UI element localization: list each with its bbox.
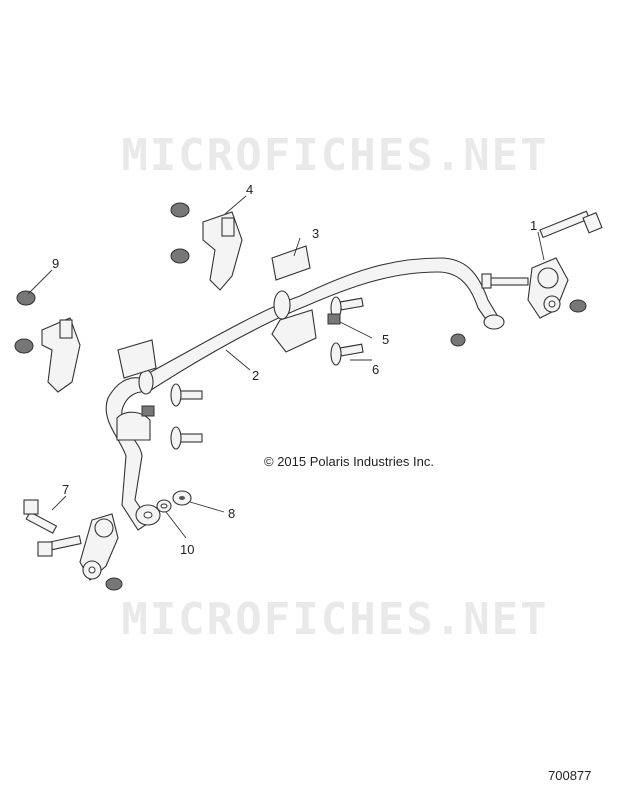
document-number: 700877 [548,768,592,783]
callout-8: 8 [228,506,235,521]
callout-5: 5 [382,332,389,347]
clamp-bracket-9 [41,317,81,393]
stabilizer-bar [105,257,505,531]
watermark-top: MICROFICHES.NET [121,130,549,181]
callout-10: 10 [180,542,194,557]
carriage-bolt-6 [170,296,364,450]
washer-10 [156,499,172,513]
callout-6: 6 [372,362,379,377]
copyright-notice: © 2015 Polaris Industries Inc. [264,454,434,469]
leader-lines [27,195,545,539]
callout-7: 7 [62,482,69,497]
callout-2: 2 [252,368,259,383]
clamp-bracket-4 [202,211,243,291]
watermark-bottom: MICROFICHES.NET [121,594,549,645]
callout-3: 3 [312,226,319,241]
callout-labels: 1 2 3 4 5 6 7 8 9 10 [52,182,537,557]
end-link-7 [23,499,119,581]
bushing-3 [117,245,317,379]
nut-8 [172,490,192,506]
end-link-1 [481,210,603,319]
callout-9: 9 [52,256,59,271]
callout-1: 1 [530,218,537,233]
nut-5 [141,313,341,417]
callout-4: 4 [246,182,253,197]
nut-9 [14,202,587,591]
